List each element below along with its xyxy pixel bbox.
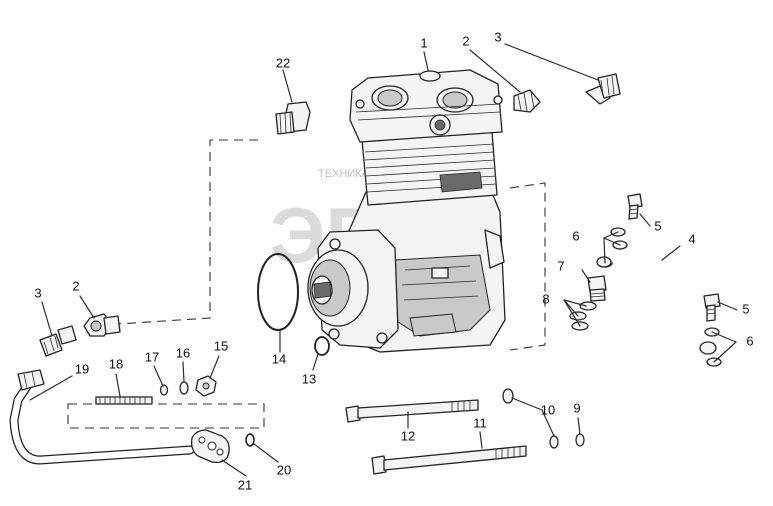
part-18-stud <box>95 396 153 405</box>
part-19-pipe <box>9 369 195 465</box>
callout-19: 19 <box>75 361 89 376</box>
leader-lines <box>29 43 738 477</box>
part-12-bolt <box>345 399 479 423</box>
callout-8: 8 <box>542 291 549 306</box>
callout-11: 11 <box>473 415 487 430</box>
callout-21: 21 <box>238 477 252 492</box>
callout-12: 12 <box>401 428 415 443</box>
callout-9: 9 <box>573 400 580 415</box>
part-10-washer-upper <box>502 388 514 404</box>
part-7-fitting <box>587 275 607 302</box>
callout-3-top: 3 <box>494 29 501 44</box>
part-3-left-elbow <box>39 325 77 357</box>
callout-7: 7 <box>557 258 564 273</box>
compressor-assembly <box>307 69 506 353</box>
part-20-ring <box>245 433 255 447</box>
callout-6-right: 6 <box>746 333 753 348</box>
callout-labels: 1 2 3 22 4 5 6 7 8 5 6 3 2 14 13 19 18 1… <box>34 29 753 492</box>
callout-10: 10 <box>541 402 555 417</box>
callout-4: 4 <box>688 231 695 246</box>
callout-1: 1 <box>420 35 427 50</box>
callout-22: 22 <box>276 55 290 70</box>
part-10-washer-lower <box>549 435 559 449</box>
callout-5-top: 5 <box>654 218 661 233</box>
callout-14: 14 <box>272 351 286 366</box>
part-15-nut <box>195 375 217 397</box>
callout-17: 17 <box>145 349 159 364</box>
part-3-top-elbow <box>585 73 621 105</box>
callout-2-top: 2 <box>462 33 469 48</box>
part-11-bolt <box>371 445 527 475</box>
part-4-tube <box>596 256 717 360</box>
callout-20: 20 <box>277 462 291 477</box>
callout-13: 13 <box>302 371 316 386</box>
part-13-small-ring <box>314 336 330 356</box>
callout-3-left: 3 <box>34 285 41 300</box>
part-17-washer <box>159 384 169 396</box>
callout-6-top: 6 <box>572 228 579 243</box>
part-21-gasket <box>190 429 230 464</box>
callout-18: 18 <box>109 356 123 371</box>
callout-15: 15 <box>214 338 228 353</box>
dashed-outlines <box>67 139 546 429</box>
callout-16: 16 <box>176 345 190 360</box>
part-14-o-ring <box>257 253 299 331</box>
part-22-hollow-bolt <box>275 101 311 135</box>
part-5-right-bolt <box>703 293 721 322</box>
part-5-top-bolt <box>627 193 643 220</box>
part-2-top-plug <box>513 89 541 113</box>
watermark-small-text: ТЕХНИКА <box>318 168 370 180</box>
callout-2-left: 2 <box>72 278 79 293</box>
part-2-left-plug <box>83 313 121 337</box>
part-9-washer <box>575 433 585 447</box>
part-16-washer <box>179 381 189 395</box>
callout-5-right: 5 <box>742 301 749 316</box>
